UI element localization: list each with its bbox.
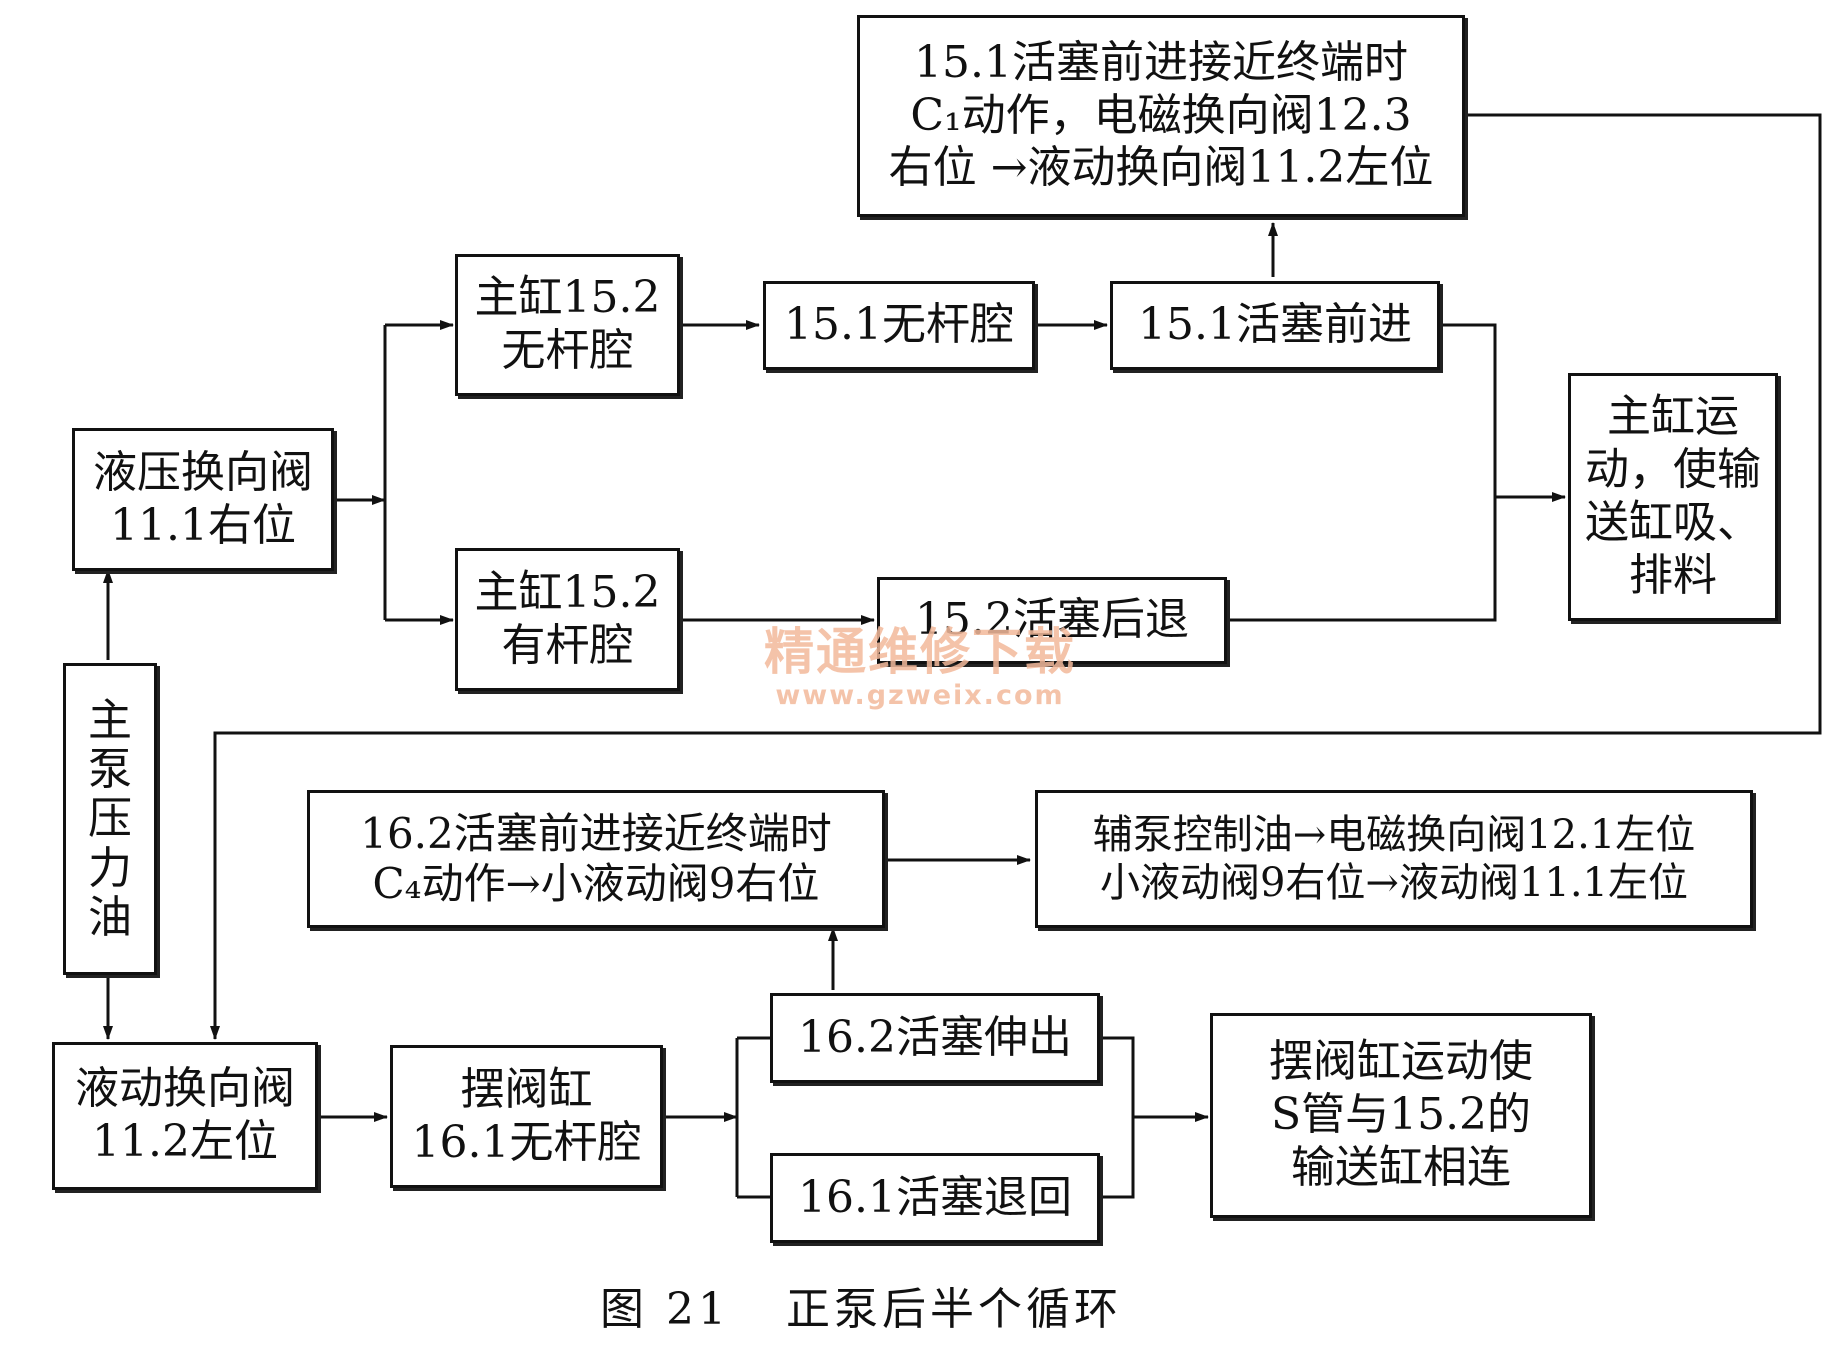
box-162-approach-end: 16.2活塞前进接近终端时 C₄动作→小液动阀9右位: [307, 790, 885, 928]
box-151-piston-advance: 15.1活塞前进: [1110, 281, 1440, 370]
box-main-pump-oil: 主 泵 压 力 油: [63, 663, 157, 975]
line-merge2-upper: [1100, 1036, 1135, 1117]
figure-title: 正泵后半个循环: [785, 1284, 1122, 1335]
box-161-piston-return: 16.1活塞退回: [770, 1153, 1100, 1243]
box-152-piston-retreat: 15.2活塞后退: [877, 577, 1227, 664]
box-main-cyl-rodless: 主缸15.2 无杆腔: [455, 254, 680, 396]
box-hydraulic-valve-111: 液压换向阀 11.1右位: [72, 428, 334, 571]
line-feedback-loop: [210, 113, 1822, 1040]
box-swing-cyl-rodless: 摆阀缸 16.1无杆腔: [390, 1045, 663, 1188]
line-merge2-lower: [1100, 1117, 1135, 1199]
box-main-cyl-rod: 主缸15.2 有杆腔: [455, 548, 680, 691]
box-swing-cyl-motion: 摆阀缸运动使 S管与15.2的 输送缸相连: [1210, 1013, 1592, 1218]
box-151-rodless: 15.1无杆腔: [763, 281, 1035, 370]
figure-caption: 图 21 正泵后半个循环: [600, 1273, 1300, 1337]
figure-number: 图 21: [600, 1284, 730, 1335]
box-main-cyl-motion: 主缸运 动，使输 送缸吸、 排料: [1568, 373, 1778, 621]
box-162-piston-extend: 16.2活塞伸出: [770, 993, 1100, 1083]
watermark: 精通维修下载 www.gzweix.com: [764, 623, 1076, 712]
line-merge-upper: [1437, 323, 1497, 497]
box-aux-pump-control: 辅泵控制油→电磁换向阀12.1左位 小液动阀9右位→液动阀11.1左位: [1035, 790, 1753, 928]
box-151-approach-end: 15.1活塞前进接近终端时 C₁动作，电磁换向阀12.3 右位 →液动换向阀11…: [857, 15, 1465, 217]
line-merge-lower: [1224, 497, 1497, 622]
box-pilot-valve-112: 液动换向阀 11.2左位: [52, 1042, 318, 1190]
